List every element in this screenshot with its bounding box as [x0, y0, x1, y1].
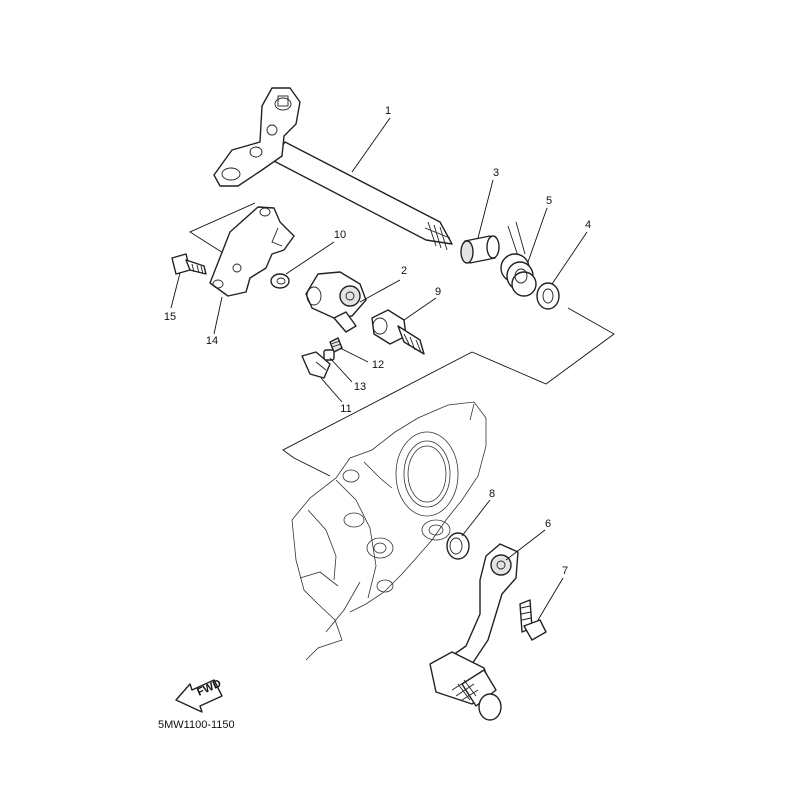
leader-1	[351, 117, 391, 173]
callout-numbers: 1 2 3 4 5 6 7 8 9 10 11 12 13 14 15	[164, 105, 591, 577]
leader-10	[285, 241, 335, 275]
leader-3	[477, 179, 494, 239]
leader-13	[329, 357, 353, 383]
part-3-bushing	[460, 235, 500, 264]
fwd-arrow-icon: FWD	[175, 678, 223, 713]
group-frame-middle	[282, 351, 473, 459]
callout-7: 7	[562, 565, 568, 577]
leader-8	[461, 499, 491, 537]
part-8-oil-seal	[446, 532, 470, 560]
part-11-stopper	[301, 351, 331, 379]
leader-lines	[170, 117, 588, 621]
part-13-pin	[323, 349, 335, 361]
leader-6	[505, 529, 546, 561]
callout-13: 13	[354, 381, 366, 393]
leader-11	[320, 377, 343, 403]
callout-12: 12	[372, 359, 384, 371]
leader-2	[359, 279, 401, 303]
callout-10: 10	[334, 229, 346, 241]
callout-11: 11	[340, 403, 351, 415]
part-7-bolt	[519, 599, 547, 641]
part-10-washer	[270, 273, 290, 289]
callout-2: 2	[401, 265, 407, 277]
part-2-shift-lever	[305, 271, 367, 333]
diagram-code: 5MW1100-1150	[158, 719, 235, 731]
callout-5: 5	[546, 195, 552, 207]
callout-15: 15	[164, 311, 176, 323]
part-15-bolt	[171, 253, 207, 275]
part-14-plate	[209, 206, 295, 297]
leader-12	[339, 347, 369, 363]
leader-14	[213, 296, 223, 335]
callout-6: 6	[545, 518, 551, 530]
callout-3: 3	[493, 167, 499, 179]
part-1-shift-shaft	[213, 87, 453, 251]
part-9-bolt	[371, 309, 425, 355]
callout-8: 8	[489, 488, 495, 500]
leader-4	[551, 231, 588, 285]
leader-15	[170, 272, 181, 309]
part-12-spring	[329, 337, 343, 353]
leader-7	[537, 577, 564, 621]
crankcase-outline	[291, 401, 487, 661]
leader-9	[403, 297, 437, 321]
part-5-return-spring	[500, 221, 537, 297]
group-frame-right	[471, 307, 615, 385]
callout-1: 1	[385, 105, 391, 117]
callout-4: 4	[585, 219, 591, 231]
part-4-washer	[536, 282, 560, 310]
callout-9: 9	[435, 286, 441, 298]
part-6-shift-pedal	[429, 543, 519, 721]
callout-14: 14	[206, 335, 218, 347]
leader-5	[527, 207, 548, 263]
group-frame-lower	[293, 457, 331, 477]
